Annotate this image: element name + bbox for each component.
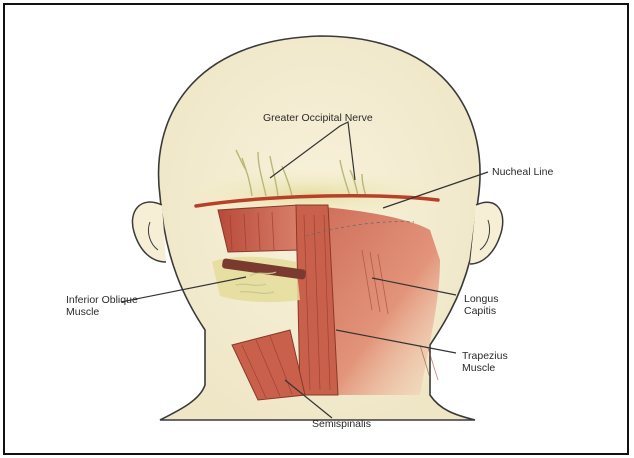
label-trapezius-muscle: Trapezius Muscle xyxy=(462,350,508,374)
label-greater-occipital-nerve: Greater Occipital Nerve xyxy=(263,112,373,124)
label-inferior-oblique-muscle: Inferior Oblique Muscle xyxy=(66,294,138,318)
label-nucheal-line: Nucheal Line xyxy=(492,166,553,178)
label-semispinalis: Semispinalis xyxy=(312,418,371,430)
left-ear xyxy=(132,202,166,262)
label-longus-capitis: Longus Capitis xyxy=(464,293,498,317)
